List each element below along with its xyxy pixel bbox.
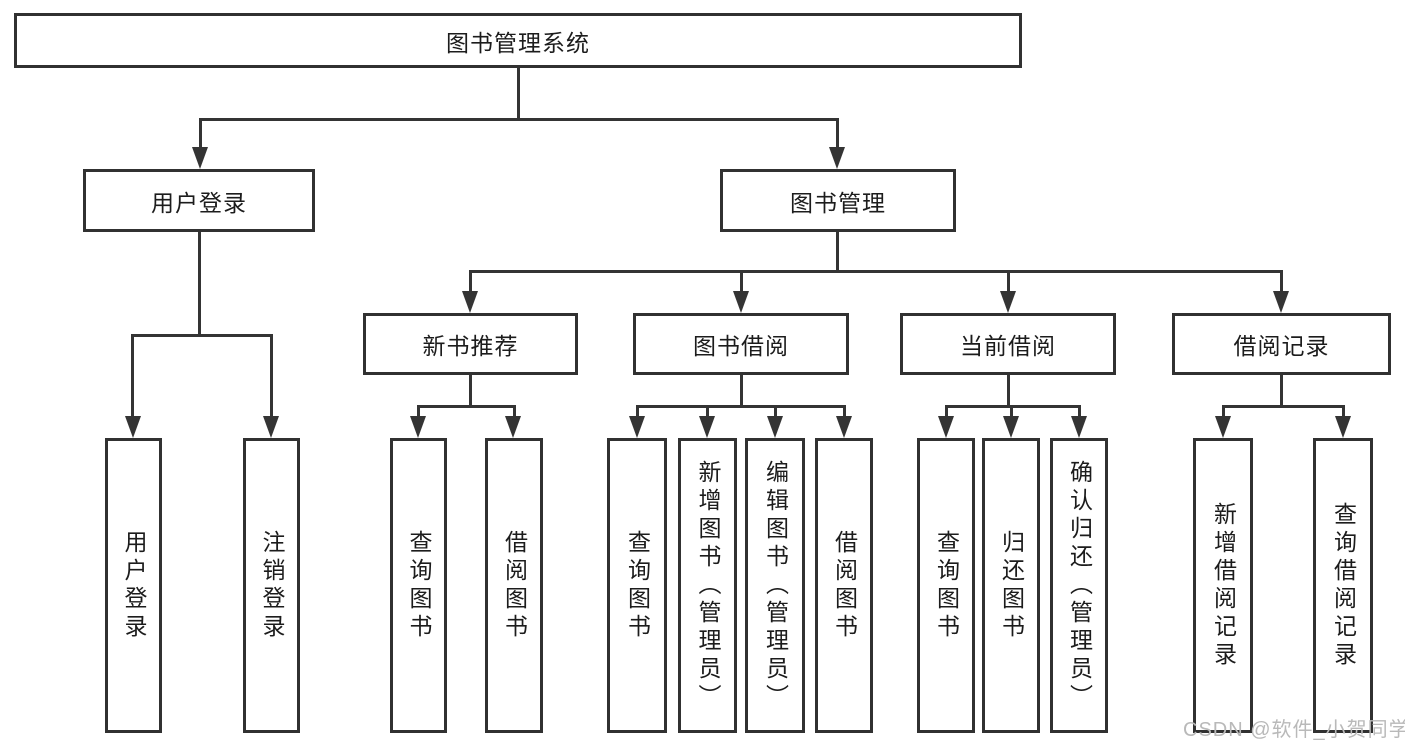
- connector-hline: [636, 405, 845, 408]
- connector-vline: [469, 270, 472, 293]
- connector-vline: [740, 270, 743, 293]
- connector-hline: [1222, 405, 1344, 408]
- connector-vline: [836, 118, 839, 148]
- node-book-management-label: 图书管理: [790, 189, 886, 216]
- node-current-borrowing-label: 当前借阅: [960, 333, 1056, 359]
- node-edit-books-admin: 编辑图书（管理员）: [745, 438, 805, 733]
- watermark: CSDN @软件_小贺同学: [1183, 719, 1405, 741]
- arrow-down: [505, 416, 521, 438]
- arrow-down: [1071, 416, 1087, 438]
- connector-vline: [843, 405, 846, 418]
- node-borrowing-records-label: 借阅记录: [1233, 333, 1330, 359]
- node-query-books-current: 查询图书: [917, 438, 975, 733]
- connector-vline: [1078, 405, 1081, 418]
- arrow-down: [629, 416, 645, 438]
- node-borrow-books-borrowing-label: 借阅图书: [831, 529, 858, 642]
- connector-vline: [469, 375, 472, 408]
- connector-vline: [1010, 405, 1013, 418]
- node-return-books-label: 归还图书: [998, 529, 1025, 642]
- connector-hline: [132, 334, 273, 337]
- connector-hline: [417, 405, 516, 408]
- node-library-management-system: 图书管理系统: [14, 13, 1022, 68]
- connector-vline: [1280, 270, 1283, 293]
- connector-vline: [198, 232, 201, 337]
- node-query-borrow-record-label: 查询借阅记录: [1330, 501, 1357, 670]
- node-user-login-action-label: 用户登录: [121, 529, 147, 642]
- connector-vline: [740, 375, 743, 408]
- arrow-down: [767, 416, 783, 438]
- arrow-down: [1273, 291, 1289, 313]
- arrow-down: [410, 416, 426, 438]
- arrow-down: [192, 147, 208, 169]
- arrow-down: [938, 416, 954, 438]
- node-query-books-borrowing-label: 查询图书: [624, 529, 651, 642]
- connector-vline: [417, 405, 420, 418]
- node-return-books: 归还图书: [982, 438, 1040, 733]
- connector-vline: [1342, 405, 1345, 418]
- connector-vline: [1007, 375, 1010, 408]
- arrow-down: [263, 416, 279, 438]
- arrow-down: [836, 416, 852, 438]
- connector-vline: [517, 68, 520, 121]
- node-borrow-books-recommend: 借阅图书: [485, 438, 543, 733]
- node-edit-books-admin-label: 编辑图书（管理员）: [762, 459, 789, 712]
- node-book-borrowing-label: 图书借阅: [693, 333, 789, 359]
- node-add-borrow-record: 新增借阅记录: [1193, 438, 1253, 733]
- connector-vline: [774, 405, 777, 418]
- arrow-down: [1003, 416, 1019, 438]
- connector-vline: [636, 405, 639, 418]
- arrow-down: [125, 416, 141, 438]
- node-new-book-recommendation-label: 新书推荐: [422, 333, 519, 359]
- node-user-login-action: 用户登录: [105, 438, 162, 733]
- connector-hline: [469, 270, 1282, 273]
- arrow-down: [733, 291, 749, 313]
- connector-vline: [1280, 375, 1283, 408]
- node-confirm-return-admin-label: 确认归还（管理员）: [1066, 459, 1093, 712]
- node-confirm-return-admin: 确认归还（管理员）: [1050, 438, 1108, 733]
- node-user-login: 用户登录: [83, 169, 315, 232]
- node-logout-action-label: 注销登录: [259, 529, 285, 642]
- node-add-borrow-record-label: 新增借阅记录: [1210, 501, 1237, 670]
- node-current-borrowing: 当前借阅: [900, 313, 1116, 375]
- node-query-books-recommend-label: 查询图书: [406, 529, 432, 642]
- node-book-borrowing: 图书借阅: [633, 313, 849, 375]
- connector-vline: [1222, 405, 1225, 418]
- node-add-books-admin: 新增图书（管理员）: [678, 438, 737, 733]
- node-logout-action: 注销登录: [243, 438, 300, 733]
- node-query-books-current-label: 查询图书: [933, 529, 960, 642]
- node-add-books-admin-label: 新增图书（管理员）: [695, 459, 721, 712]
- connector-vline: [1007, 270, 1010, 293]
- arrow-down: [462, 291, 478, 313]
- connector-vline: [945, 405, 948, 418]
- node-query-borrow-record: 查询借阅记录: [1313, 438, 1373, 733]
- node-query-books-recommend: 查询图书: [390, 438, 447, 733]
- node-new-book-recommendation: 新书推荐: [363, 313, 578, 375]
- arrow-down: [1215, 416, 1231, 438]
- arrow-down: [829, 147, 845, 169]
- arrow-down: [1000, 291, 1016, 313]
- connector-vline: [513, 405, 516, 418]
- arrow-down: [699, 416, 715, 438]
- node-borrow-books-recommend-label: 借阅图书: [501, 529, 528, 642]
- node-borrowing-records: 借阅记录: [1172, 313, 1391, 375]
- node-book-management: 图书管理: [720, 169, 956, 232]
- arrow-down: [1335, 416, 1351, 438]
- connector-vline: [131, 334, 134, 418]
- connector-vline: [199, 118, 202, 148]
- node-query-books-borrowing: 查询图书: [607, 438, 667, 733]
- connector-hline: [199, 118, 839, 121]
- node-library-management-system-label: 图书管理系统: [446, 29, 590, 56]
- connector-vline: [706, 405, 709, 418]
- node-borrow-books-borrowing: 借阅图书: [815, 438, 873, 733]
- connector-vline: [836, 232, 839, 273]
- connector-vline: [270, 334, 273, 418]
- node-user-login-label: 用户登录: [151, 189, 247, 216]
